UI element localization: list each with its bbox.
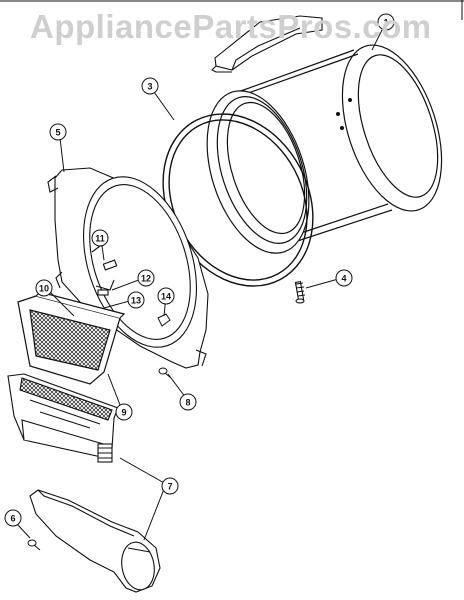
lower-duct-part xyxy=(29,489,161,593)
svg-text:6: 6 xyxy=(10,514,15,524)
callout-13: 13 xyxy=(127,291,145,309)
svg-text:12: 12 xyxy=(141,274,151,284)
svg-text:9: 9 xyxy=(121,408,126,418)
screw-part-6 xyxy=(27,539,41,551)
callout-14: 14 xyxy=(157,287,175,305)
callout-3: 3 xyxy=(141,77,159,95)
svg-text:1: 1 xyxy=(383,18,388,28)
svg-text:10: 10 xyxy=(39,284,49,294)
clip-part-14 xyxy=(157,313,171,327)
svg-text:7: 7 xyxy=(167,482,172,492)
callout-12: 12 xyxy=(137,269,155,287)
svg-text:3: 3 xyxy=(147,82,152,92)
watermark-logo: AppliancePartsPros.com xyxy=(30,8,432,45)
svg-text:4: 4 xyxy=(341,274,346,284)
callout-1: 1 xyxy=(377,13,395,31)
callout-11: 11 xyxy=(91,229,109,247)
svg-text:5: 5 xyxy=(55,128,60,138)
callout-9: 9 xyxy=(115,403,133,421)
drum-part xyxy=(206,44,443,254)
lint-filter-part xyxy=(17,291,126,385)
svg-text:13: 13 xyxy=(131,296,141,306)
top-bracket-part xyxy=(211,15,323,73)
svg-text:8: 8 xyxy=(185,398,190,408)
callout-6: 6 xyxy=(4,509,22,527)
svg-text:11: 11 xyxy=(95,234,105,244)
callout-4: 4 xyxy=(335,269,353,287)
screw-part-4 xyxy=(294,280,306,304)
screw-part-8 xyxy=(158,367,172,379)
svg-text:14: 14 xyxy=(161,292,171,302)
lint-duct-part xyxy=(7,373,119,463)
front-bulkhead-part xyxy=(47,167,209,369)
callout-10: 10 xyxy=(35,279,53,297)
callout-5: 5 xyxy=(49,123,67,141)
callout-7: 7 xyxy=(161,477,179,495)
callout-8: 8 xyxy=(179,393,197,411)
